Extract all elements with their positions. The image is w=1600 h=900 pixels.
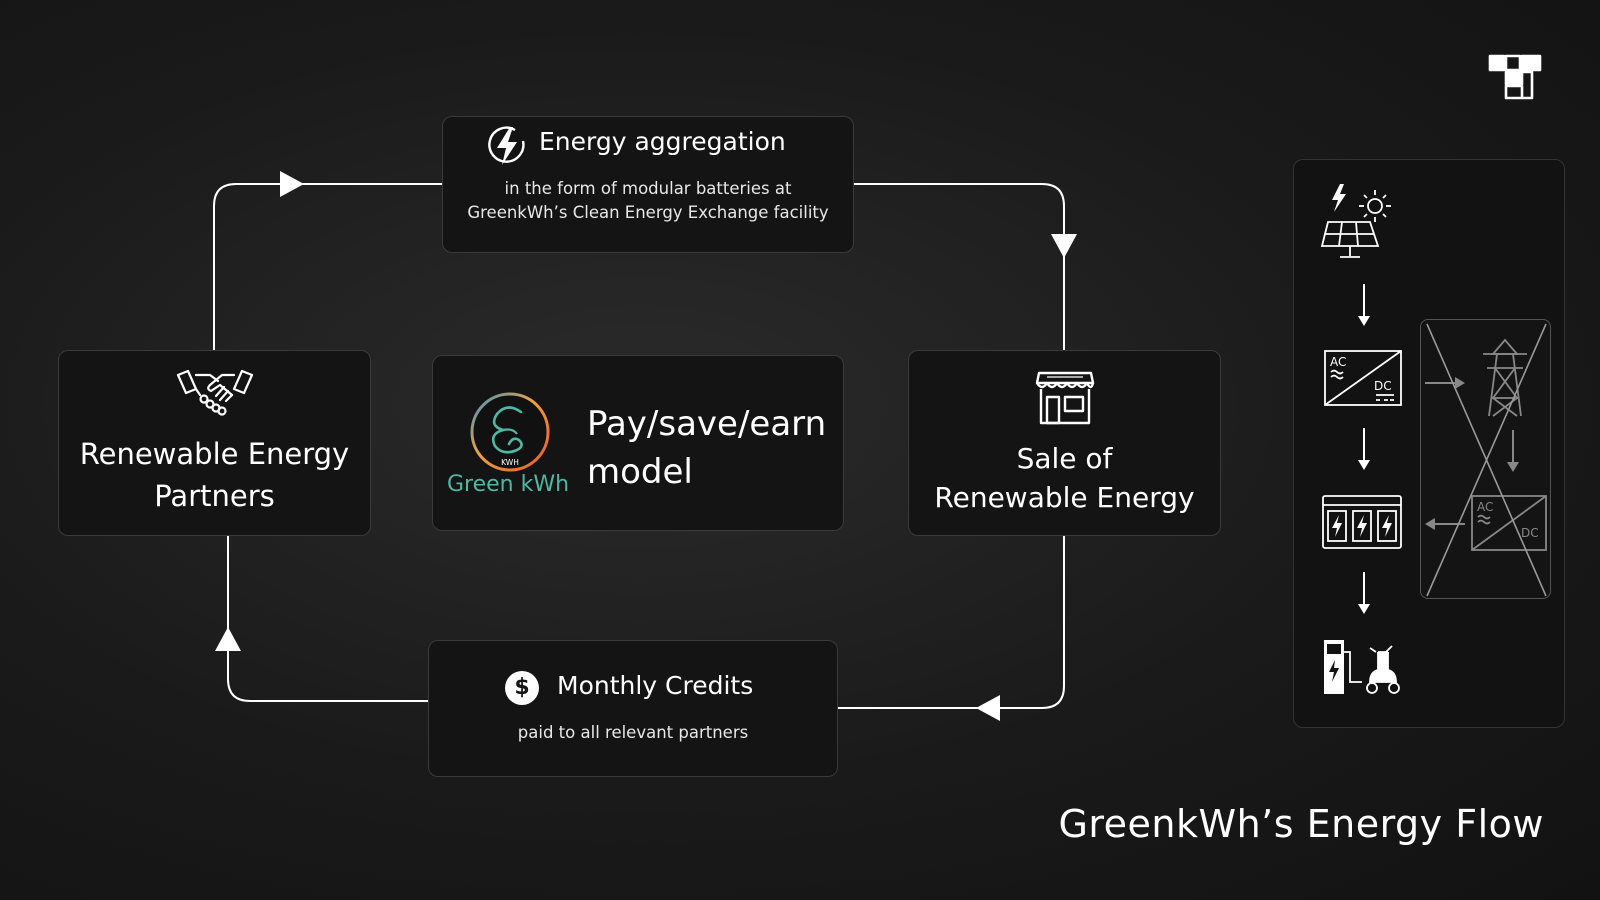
renewable-energy-partners-card: Renewable Energy Partners bbox=[58, 350, 371, 536]
dc-label: DC bbox=[1521, 526, 1539, 540]
arrow-left-icon bbox=[1425, 518, 1465, 530]
arrowhead-up bbox=[215, 627, 241, 651]
partners-label-line1: Renewable Energy bbox=[79, 437, 350, 471]
logo-badge-text: KWH bbox=[501, 458, 519, 467]
arrow-down-icon bbox=[1358, 572, 1370, 614]
arrowhead-left bbox=[976, 695, 1000, 721]
page-title: GreenkWh’s Energy Flow bbox=[1058, 802, 1544, 846]
green-kwh-logo: KWH bbox=[470, 392, 550, 472]
sale-label-line1: Sale of bbox=[1016, 442, 1113, 475]
cross-out-icon bbox=[1426, 323, 1547, 597]
handshake-icon bbox=[176, 369, 254, 416]
crossed-out-grid-panel: AC DC bbox=[1420, 319, 1551, 599]
aggregation-title: Energy aggregation bbox=[539, 127, 786, 156]
lightning-bolt-icon bbox=[488, 126, 525, 165]
solar-panel-icon bbox=[1320, 184, 1391, 258]
credits-description: paid to all relevant partners bbox=[517, 723, 749, 742]
arrow-down-icon bbox=[1358, 428, 1370, 470]
sale-label: Sale of Renewable Energy bbox=[909, 439, 1220, 517]
connector-sale-to-credits bbox=[838, 536, 1065, 709]
pay-save-earn-model-card: KWH Green kWh Pay/save/earn model bbox=[432, 355, 844, 531]
arrow-down-icon bbox=[1507, 430, 1519, 472]
sale-label-line2: Renewable Energy bbox=[934, 481, 1195, 514]
dc-label: DC bbox=[1374, 379, 1392, 393]
battery-pack-icon bbox=[1322, 495, 1402, 549]
storefront-icon bbox=[1035, 371, 1095, 425]
partners-label-line2: Partners bbox=[154, 479, 275, 513]
partners-label: Renewable Energy Partners bbox=[59, 433, 370, 517]
sale-of-renewable-energy-card: Sale of Renewable Energy bbox=[908, 350, 1221, 536]
aggregation-description: in the form of modular batteries at Gree… bbox=[443, 177, 853, 225]
credits-title: Monthly Credits bbox=[557, 671, 754, 700]
ev-charging-scooter-icon bbox=[1324, 640, 1400, 694]
model-label-line2: model bbox=[587, 452, 693, 492]
t-block-logo bbox=[1488, 54, 1542, 100]
arrow-down-icon bbox=[1358, 284, 1370, 326]
model-label: Pay/save/earn model bbox=[587, 400, 826, 496]
model-label-line1: Pay/save/earn bbox=[587, 404, 827, 444]
ac-dc-inverter-icon: AC DC bbox=[1324, 350, 1402, 406]
arrow-right-icon bbox=[1425, 377, 1465, 389]
monthly-credits-card: $ Monthly Credits paid to all relevant p… bbox=[428, 640, 838, 777]
dollar-icon: $ bbox=[505, 671, 539, 705]
aggregation-desc-line1: in the form of modular batteries at bbox=[504, 179, 792, 198]
connector-credits-to-partners bbox=[227, 536, 428, 702]
ac-label: AC bbox=[1477, 500, 1493, 514]
connector-aggregation-to-sale bbox=[854, 183, 1065, 350]
connector-partners-to-aggregation bbox=[213, 183, 442, 350]
ac-label: AC bbox=[1330, 355, 1346, 369]
energy-aggregation-card: Energy aggregation in the form of modula… bbox=[442, 116, 854, 253]
arrowhead-right bbox=[280, 171, 304, 197]
aggregation-desc-line2: GreenkWh’s Clean Energy Exchange facilit… bbox=[467, 203, 829, 222]
side-panel: AC DC AC bbox=[1293, 159, 1565, 728]
arrowhead-down bbox=[1051, 234, 1077, 258]
power-tower-icon bbox=[1483, 338, 1527, 417]
ac-dc-inverter-icon: AC DC bbox=[1471, 495, 1547, 551]
logo-wordmark: Green kWh bbox=[447, 472, 570, 497]
